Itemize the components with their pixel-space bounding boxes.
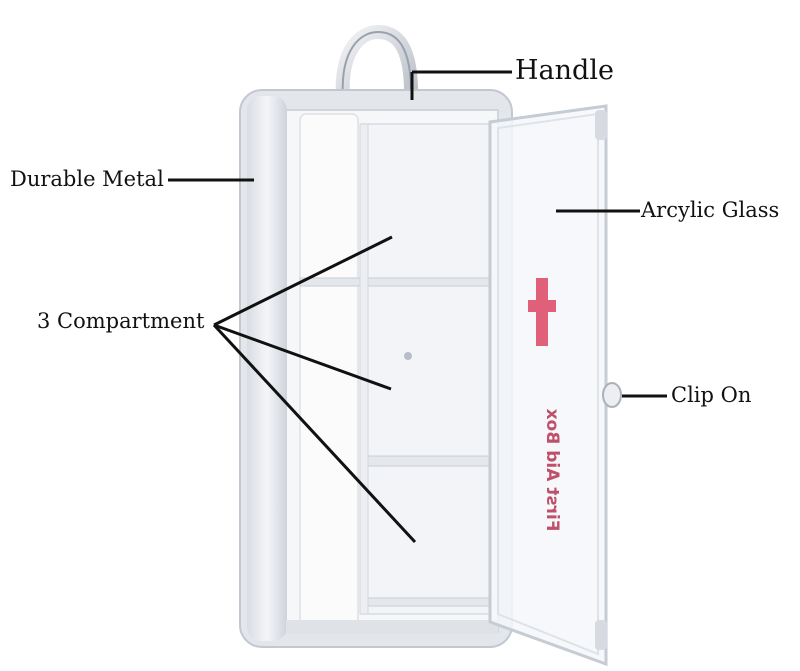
glass-door[interactable]: First Aid Box	[488, 104, 608, 667]
compartment-leader-top	[213, 235, 393, 327]
door-text: First Aid Box	[542, 409, 562, 532]
clip-on-label: Clip On	[671, 383, 752, 407]
clip-knob[interactable]	[602, 382, 622, 408]
leader-lines	[168, 70, 667, 544]
compartment-label: 3 Compartment	[37, 309, 205, 333]
handle-label: Handle	[515, 55, 614, 86]
acrylic-glass-label: Arcylic Glass	[641, 198, 780, 222]
red-cross-icon	[528, 278, 556, 346]
handle[interactable]	[335, 24, 419, 105]
durable-metal-label: Durable Metal	[10, 167, 164, 191]
compartment-leader-bottom	[212, 323, 417, 544]
cabinet-body	[239, 89, 513, 648]
compartment-leader-middle	[213, 323, 392, 391]
